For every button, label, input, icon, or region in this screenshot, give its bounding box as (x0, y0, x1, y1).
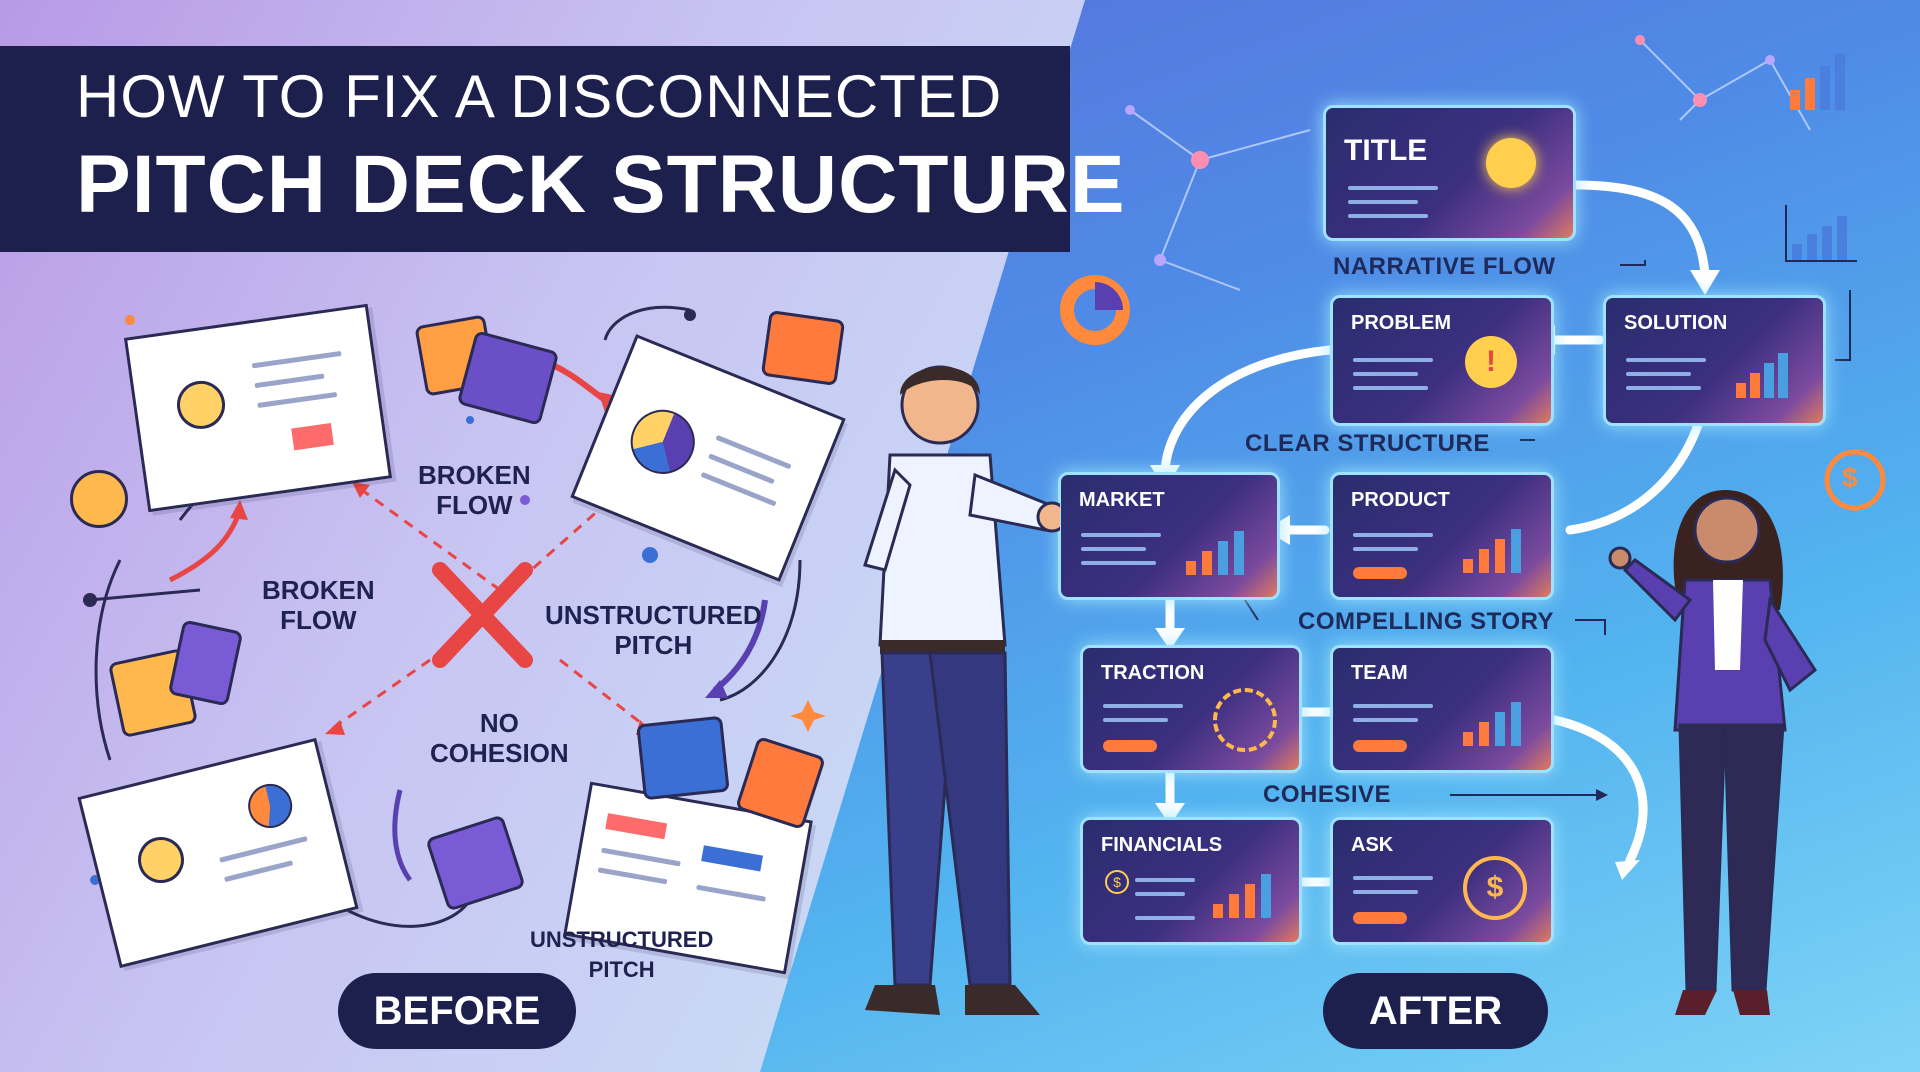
card-team-label: TEAM (1351, 662, 1408, 684)
pie-chart-icon (621, 400, 705, 484)
card-traction-label: TRACTION (1101, 662, 1205, 684)
lightbulb-icon (133, 832, 189, 888)
page-title-line2: PITCH DECK STRUCTURE (76, 139, 1126, 230)
header-block-icon (701, 845, 764, 872)
card-ask[interactable]: ASK $ (1330, 817, 1554, 945)
card-market-label: MARKET (1079, 489, 1165, 511)
before-badge: BEFORE (338, 973, 576, 1049)
card-problem[interactable]: PROBLEM ! (1330, 295, 1554, 426)
header-block-icon (605, 813, 668, 840)
dollar-icon: $ (1105, 870, 1129, 894)
card-solution-label: SOLUTION (1624, 312, 1728, 334)
alert-bulb-icon: ! (1465, 336, 1517, 388)
card-traction[interactable]: TRACTION (1080, 645, 1302, 773)
man-presenter-illustration (863, 365, 1060, 1015)
card-financials[interactable]: FINANCIALS $ (1080, 817, 1302, 945)
label-broken-flow-left: BROKEN FLOW (262, 575, 375, 635)
dollar-icon: $ (1842, 462, 1858, 493)
label-no-cohesion: NO COHESION (430, 708, 569, 768)
growth-chart-icon (1463, 523, 1533, 573)
label-compelling-story: COMPELLING STORY (1298, 608, 1555, 635)
card-team[interactable]: TEAM (1330, 645, 1554, 773)
money-bubble-icon: $ (1463, 856, 1527, 920)
label-unstructured-pitch-1: UNSTRUCTURED PITCH (545, 600, 762, 660)
lightbulb-icon (173, 377, 229, 433)
growth-chart-icon (1736, 348, 1796, 398)
card-ask-label: ASK (1351, 834, 1394, 856)
label-narrative-flow: NARRATIVE FLOW (1333, 253, 1556, 280)
title-banner (0, 46, 1070, 252)
card-title[interactable]: TITLE (1323, 105, 1576, 241)
card-product[interactable]: PRODUCT (1330, 472, 1554, 600)
card-solution[interactable]: SOLUTION (1603, 295, 1826, 426)
label-broken-flow-top: BROKEN FLOW (418, 460, 531, 520)
label-clear-structure: CLEAR STRUCTURE (1245, 430, 1490, 457)
chart-block-icon (291, 423, 334, 451)
growth-chart-icon (1463, 696, 1533, 746)
broken-slide-doc (123, 303, 393, 513)
pie-chart-icon (243, 779, 297, 833)
bar-chart-icon (1785, 45, 1855, 115)
card-financials-label: FINANCIALS (1101, 834, 1223, 856)
page-title-line1: HOW TO FIX A DISCONNECTED (76, 63, 1003, 130)
label-unstructured-pitch-2: UNSTRUCTURED PITCH (530, 927, 714, 982)
woman-presenter-illustration (1608, 490, 1817, 1015)
card-title-label: TITLE (1344, 134, 1428, 167)
card-product-label: PRODUCT (1351, 489, 1450, 511)
after-badge: AFTER (1323, 973, 1548, 1049)
cookie-icon (70, 470, 128, 528)
bar-chart-icon (1785, 205, 1857, 262)
cycle-icon (1213, 688, 1277, 752)
label-cohesive: COHESIVE (1263, 781, 1392, 808)
lightbulb-icon (1486, 138, 1536, 188)
growth-chart-icon (1186, 525, 1256, 575)
puzzle-piece-icon (636, 715, 730, 801)
growth-chart-icon (1213, 868, 1283, 918)
card-problem-label: PROBLEM (1351, 312, 1451, 334)
card-market[interactable]: MARKET (1058, 472, 1280, 600)
